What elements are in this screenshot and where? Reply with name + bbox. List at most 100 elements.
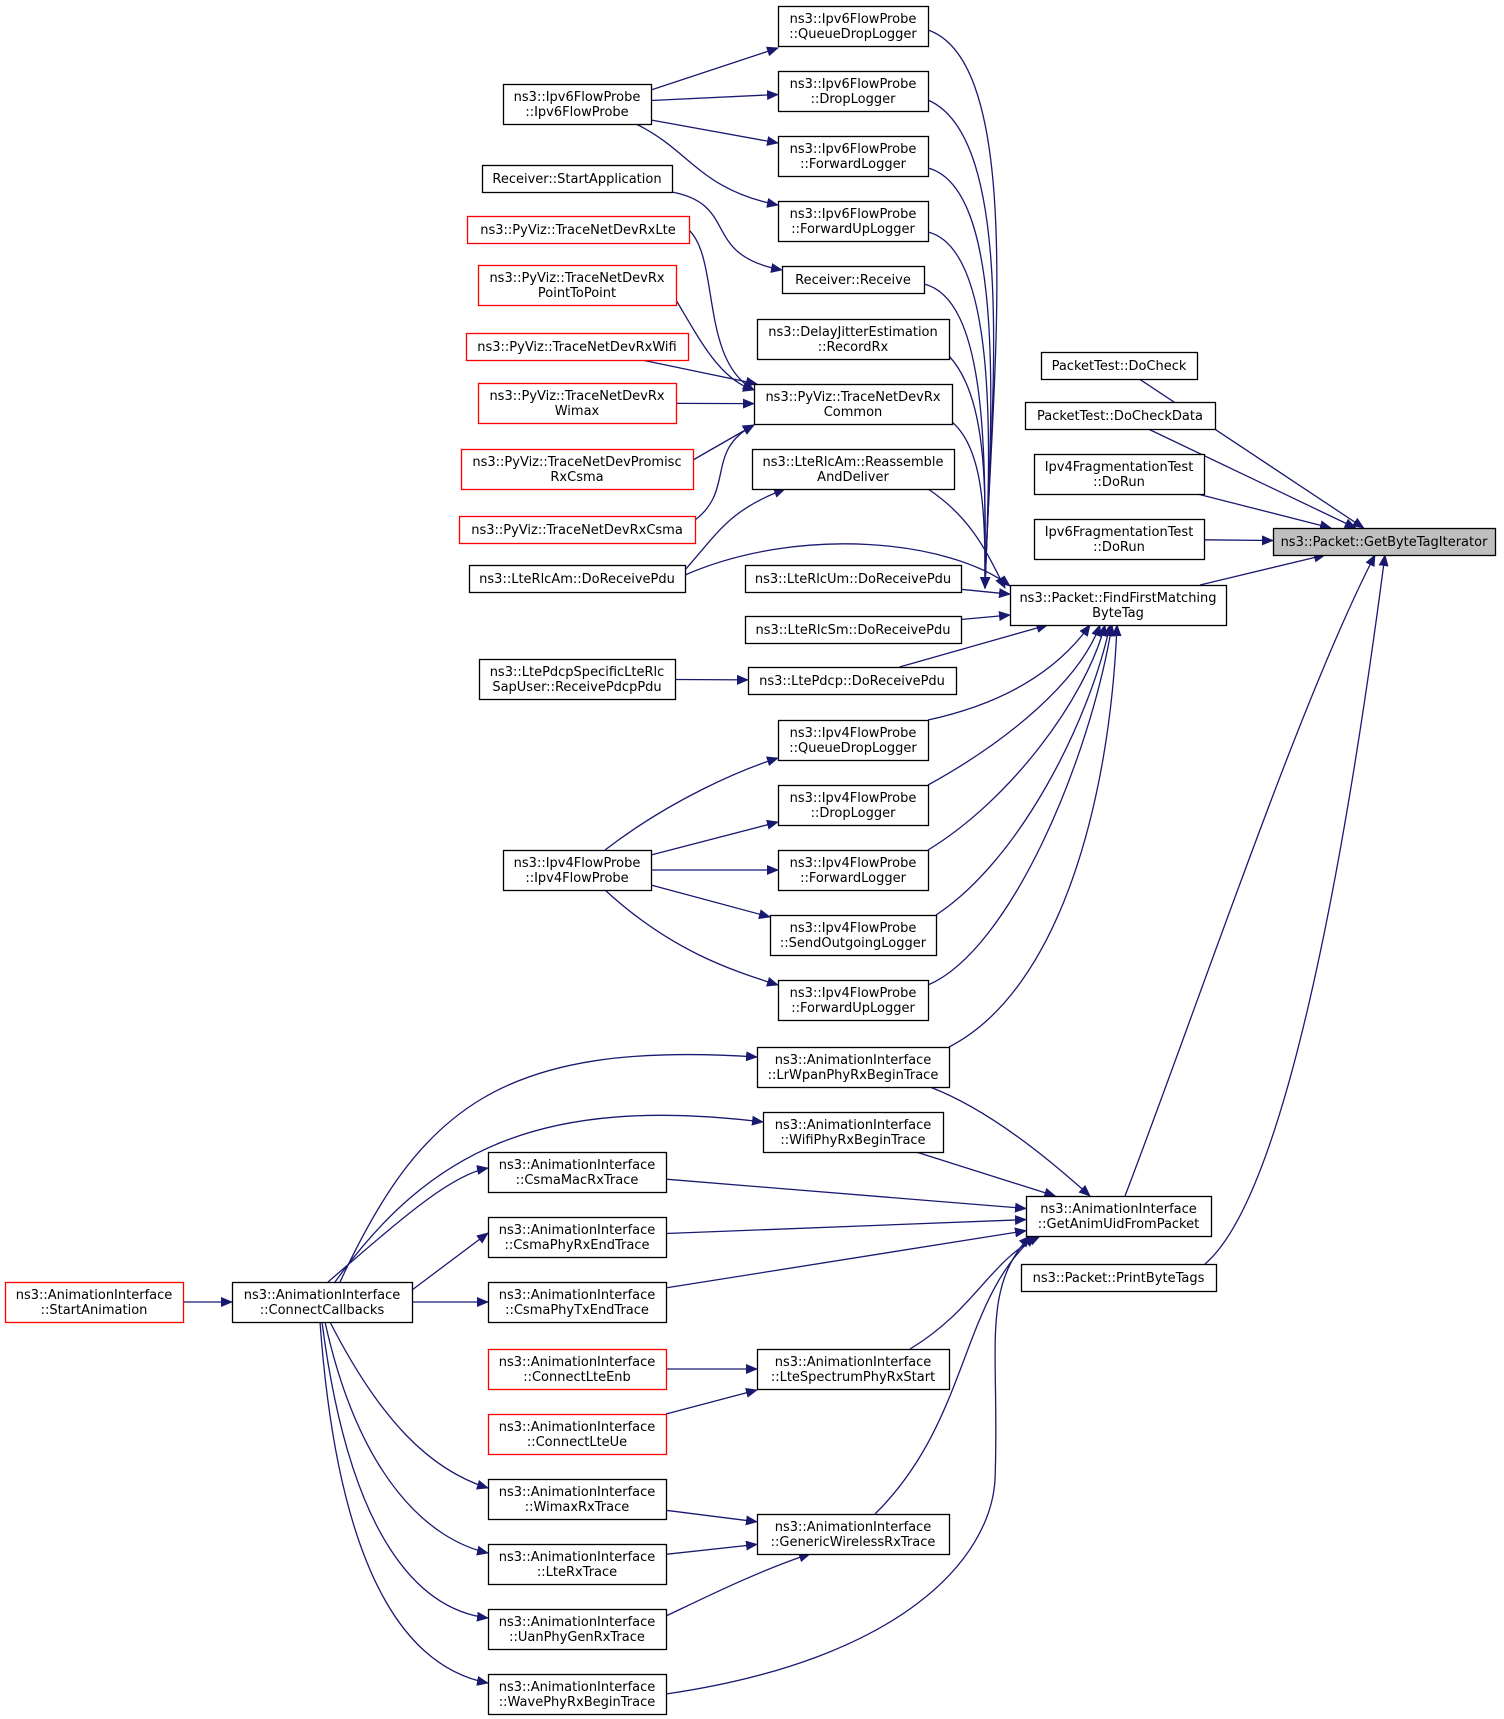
edge-tndrx_common-to-ffmbt <box>951 421 990 589</box>
graph-node-csmaphyrxend[interactable]: ns3::AnimationInterface::CsmaPhyRxEndTra… <box>487 1216 668 1259</box>
graph-node-v6_qdl[interactable]: ns3::Ipv6FlowProbe::QueueDropLogger <box>777 5 930 48</box>
node-label: ns3::PyViz::TraceNetDevRx <box>765 390 940 405</box>
graph-node-printbt[interactable]: ns3::Packet::PrintByteTags <box>1020 1263 1218 1293</box>
graph-node-delayjit[interactable]: ns3::DelayJitterEstimation::RecordRx <box>756 318 951 361</box>
graph-node-ipv6frag[interactable]: Ipv6FragmentationTest::DoRun <box>1033 518 1206 561</box>
edge-getanim-to-target <box>1124 554 1376 1197</box>
edge-pt_docheckdata-to-target <box>1148 428 1357 529</box>
node-label: ::LteRxTrace <box>537 1565 617 1580</box>
node-label: ns3::AnimationInterface <box>499 1223 656 1238</box>
node-label: SapUser::ReceivePdcpPdu <box>492 680 661 695</box>
graph-node-csmaphytxend[interactable]: ns3::AnimationInterface::CsmaPhyTxEndTra… <box>487 1281 668 1324</box>
graph-node-connectcb[interactable]: ns3::AnimationInterface::ConnectCallback… <box>231 1281 414 1324</box>
edge-printbt-to-target <box>1204 554 1389 1265</box>
edge-lterlcsm-to-ffmbt <box>960 611 1011 621</box>
graph-node-getanim[interactable]: ns3::AnimationInterface::GetAnimUidFromP… <box>1025 1195 1213 1238</box>
node-box <box>487 1413 668 1456</box>
graph-node-startanim[interactable]: ns3::AnimationInterface::StartAnimation <box>4 1281 185 1324</box>
edge-wavephy-to-getanim <box>665 1235 1031 1695</box>
graph-node-tndrx_csma[interactable]: ns3::PyViz::TraceNetDevRxCsma <box>458 515 697 545</box>
graph-node-uanphy[interactable]: ns3::AnimationInterface::UanPhyGenRxTrac… <box>487 1608 668 1651</box>
edge-tndrx_lte-to-tndrx_common <box>688 229 755 391</box>
graph-node-genwireless[interactable]: ns3::AnimationInterface::GenericWireless… <box>756 1513 951 1556</box>
node-box <box>756 1513 951 1556</box>
graph-node-lterlcsm[interactable]: ns3::LteRlcSm::DoReceivePdu <box>744 615 963 645</box>
node-label: ns3::LteRlcAm::Reassemble <box>763 455 944 470</box>
graph-node-recv_start[interactable]: Receiver::StartApplication <box>481 164 674 194</box>
graph-node-ltespec[interactable]: ns3::AnimationInterface::LteSpectrumPhyR… <box>756 1348 951 1391</box>
node-label: ns3::AnimationInterface <box>499 1485 656 1500</box>
node-label: ::GenericWirelessRxTrace <box>771 1535 936 1550</box>
node-label: ns3::AnimationInterface <box>499 1355 656 1370</box>
edge-v6_ctor-to-v6_qdl <box>650 46 779 91</box>
graph-node-v4_ful[interactable]: ns3::Ipv4FlowProbe::ForwardUpLogger <box>777 979 930 1022</box>
node-label: ns3::AnimationInterface <box>775 1520 932 1535</box>
node-box <box>481 164 674 194</box>
node-label: ns3::AnimationInterface <box>775 1053 932 1068</box>
edge-ipv6frag-to-target <box>1203 535 1274 546</box>
graph-node-connectlteue[interactable]: ns3::AnimationInterface::ConnectLteUe <box>487 1413 668 1456</box>
node-label: ns3::LteRlcUm::DoReceivePdu <box>755 572 951 587</box>
edge-lterx-to-genwireless <box>665 1540 758 1555</box>
node-label: ::RecordRx <box>818 340 889 355</box>
edge-csmaphytxend-to-getanim <box>665 1227 1027 1289</box>
graph-node-v6_ctor[interactable]: ns3::Ipv6FlowProbe::Ipv6FlowProbe <box>502 83 653 126</box>
graph-node-lterlcum[interactable]: ns3::LteRlcUm::DoReceivePdu <box>744 564 963 594</box>
node-box <box>458 515 697 545</box>
graph-node-v6_dl[interactable]: ns3::Ipv6FlowProbe::DropLogger <box>777 70 930 113</box>
graph-node-v4_fl[interactable]: ns3::Ipv4FlowProbe::ForwardLogger <box>777 849 930 892</box>
edge-v6_ctor-to-v6_ful <box>635 123 779 208</box>
graph-node-ipv4frag[interactable]: Ipv4FragmentationTest::DoRun <box>1033 453 1206 496</box>
graph-node-v6_fl[interactable]: ns3::Ipv6FlowProbe::ForwardLogger <box>777 135 930 178</box>
graph-node-recv_recv[interactable]: Receiver::Receive <box>781 265 926 295</box>
graph-node-pt_docheckdata[interactable]: PacketTest::DoCheckData <box>1024 401 1217 431</box>
graph-node-csmamacrx[interactable]: ns3::AnimationInterface::CsmaMacRxTrace <box>487 1151 668 1194</box>
node-box <box>477 264 678 307</box>
node-label: ns3::AnimationInterface <box>499 1288 656 1303</box>
graph-node-wimaxrx[interactable]: ns3::AnimationInterface::WimaxRxTrace <box>487 1478 668 1521</box>
edge-recv_start-to-recv_recv <box>671 191 783 273</box>
graph-node-lterx[interactable]: ns3::AnimationInterface::LteRxTrace <box>487 1543 668 1586</box>
node-box <box>4 1281 185 1324</box>
edge-wifiphy-to-getanim <box>916 1151 1057 1198</box>
edge-uanphy-to-genwireless <box>665 1552 811 1617</box>
node-label: Wimax <box>555 404 600 419</box>
graph-node-target[interactable]: ns3::Packet::GetByteTagIterator <box>1272 527 1497 557</box>
graph-node-v6_ful[interactable]: ns3::Ipv6FlowProbe::ForwardUpLogger <box>777 200 930 243</box>
node-box <box>777 719 930 762</box>
edge-connectcb-to-lrwpan <box>339 1051 758 1283</box>
node-label: ::GetAnimUidFromPacket <box>1038 1217 1199 1232</box>
graph-node-wifiphy[interactable]: ns3::AnimationInterface::WifiPhyRxBeginT… <box>762 1111 945 1154</box>
graph-node-wavephy[interactable]: ns3::AnimationInterface::WavePhyRxBeginT… <box>487 1673 668 1716</box>
graph-node-v4_qdl[interactable]: ns3::Ipv4FlowProbe::QueueDropLogger <box>777 719 930 762</box>
graph-node-v4_ctor[interactable]: ns3::Ipv4FlowProbe::Ipv4FlowProbe <box>502 849 653 892</box>
graph-node-lrwpan[interactable]: ns3::AnimationInterface::LrWpanPhyRxBegi… <box>756 1046 951 1089</box>
graph-node-v4_dl[interactable]: ns3::Ipv4FlowProbe::DropLogger <box>777 784 930 827</box>
graph-node-connectlteenb[interactable]: ns3::AnimationInterface::ConnectLteEnb <box>487 1348 668 1391</box>
edge-v4_ctor-to-v4_ful <box>604 889 779 987</box>
graph-node-ltepdcp[interactable]: ns3::LtePdcp::DoReceivePdu <box>747 666 958 696</box>
graph-node-pt_docheck[interactable]: PacketTest::DoCheck <box>1040 351 1199 381</box>
graph-node-ltepdcpsap[interactable]: ns3::LtePdcpSpecificLteRlcSapUser::Recei… <box>478 658 677 701</box>
graph-node-v4_sol[interactable]: ns3::Ipv4FlowProbe::SendOutgoingLogger <box>769 914 938 957</box>
node-box <box>777 135 930 178</box>
node-box <box>1020 1263 1218 1293</box>
graph-node-tndrx_wifi[interactable]: ns3::PyViz::TraceNetDevRxWifi <box>465 332 690 362</box>
edge-connectcb-to-csmaphyrxend <box>411 1232 489 1291</box>
node-label: ns3::AnimationInterface <box>499 1680 656 1695</box>
node-label: ::DoRun <box>1093 540 1145 555</box>
node-label: ns3::Ipv6FlowProbe <box>790 12 917 27</box>
graph-node-tndrx_lte[interactable]: ns3::PyViz::TraceNetDevRxLte <box>466 215 691 245</box>
node-label: ns3::AnimationInterface <box>775 1118 932 1133</box>
node-label: ::DoRun <box>1093 475 1145 490</box>
node-label: ::QueueDropLogger <box>789 27 917 42</box>
edge-connectcb-to-csmamacrx <box>327 1165 489 1283</box>
graph-node-lterlcam_drp[interactable]: ns3::LteRlcAm::DoReceivePdu <box>468 564 687 594</box>
node-label: ::Ipv4FlowProbe <box>525 871 628 886</box>
